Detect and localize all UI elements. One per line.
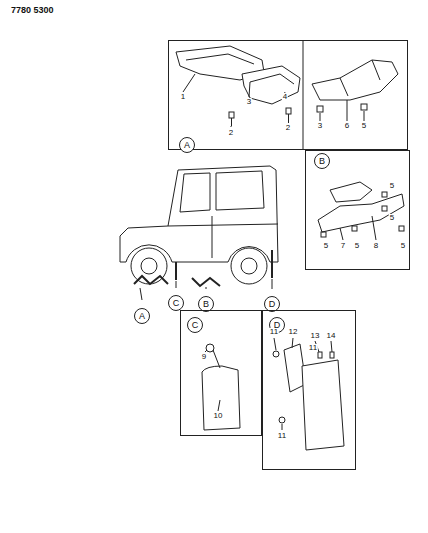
bolt: [229, 112, 234, 126]
callout-number: 5: [389, 214, 395, 222]
callout-number: 5: [389, 182, 395, 190]
callout-number: 2: [285, 124, 291, 132]
view-marker-circle: A: [134, 308, 150, 324]
panel-letter: B: [314, 153, 330, 169]
panel-letter: C: [187, 317, 203, 333]
plate: [330, 182, 372, 202]
callout-number: 5: [323, 242, 329, 250]
callout-number: 14: [326, 332, 337, 340]
nut: [321, 192, 404, 237]
callout-number: 13: [310, 332, 321, 340]
callout-number: 11: [269, 328, 279, 336]
callout-number: 12: [288, 328, 299, 336]
callout-number: 10: [213, 412, 224, 420]
leader-line: [205, 350, 220, 411]
bracket-edge: [340, 60, 380, 96]
leader-line: [320, 100, 364, 121]
view-letter: A: [139, 312, 145, 321]
vehicle-body: [120, 166, 278, 286]
leader-line: [274, 338, 332, 430]
detail-panel: B: [305, 150, 410, 270]
callout-number: 6: [344, 122, 350, 130]
callout-number: 5: [400, 242, 406, 250]
mud-flap: [202, 344, 240, 430]
mud-flap-bracket: [273, 344, 344, 450]
view-letter: B: [203, 300, 209, 309]
callout-number: 7: [340, 242, 346, 250]
callout-number: 2: [228, 129, 234, 137]
nut: [317, 104, 367, 112]
callout-number: 4: [282, 93, 288, 101]
callout-number: 9: [201, 353, 207, 361]
view-marker-circle: C: [168, 295, 184, 311]
leader-line: [340, 216, 376, 240]
bolt: [286, 108, 291, 123]
callout-number: 1: [180, 93, 186, 101]
skid-plate-rib: [186, 54, 254, 64]
callout-number: 5: [361, 122, 367, 130]
skid-plate-rib: [250, 74, 294, 84]
leader-line: [183, 74, 285, 127]
panel-letter: A: [179, 137, 195, 153]
callout-number: 8: [373, 242, 379, 250]
callout-number: 3: [317, 122, 323, 130]
bracket: [312, 60, 398, 100]
callout-number: 3: [246, 98, 252, 106]
callout-number: 11: [308, 344, 318, 352]
panel-divider: [303, 40, 304, 150]
callout-number: 5: [354, 242, 360, 250]
view-letter: C: [173, 299, 180, 308]
view-letter: D: [269, 300, 276, 309]
callout-number: 11: [277, 432, 287, 440]
catalog-number: 7780 5300: [10, 6, 55, 15]
